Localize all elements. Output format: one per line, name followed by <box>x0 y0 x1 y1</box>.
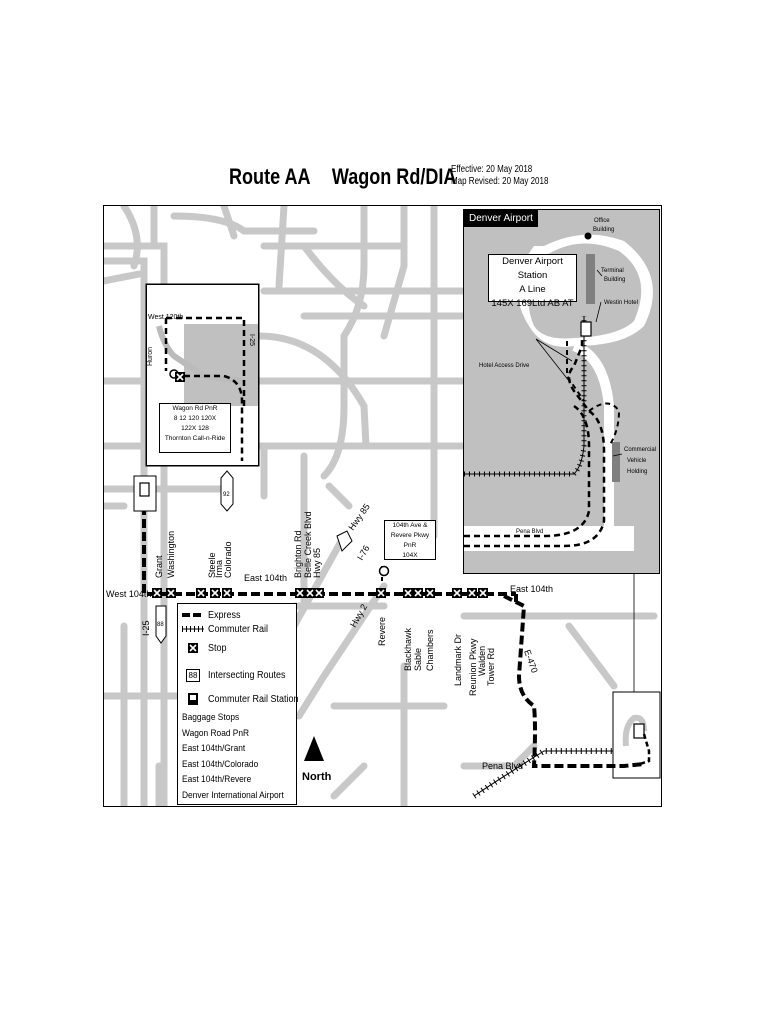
baggage-item: East 104th/Revere <box>182 774 252 785</box>
i25-label: I-25 <box>141 620 151 636</box>
i76-label: I-76 <box>355 544 371 562</box>
airport-pena-label: Pena Blvd <box>516 529 543 535</box>
baggage-item: East 104th/Grant <box>182 743 246 754</box>
office-label-1: Office <box>594 218 610 224</box>
brighton-label: Brighton Rd <box>293 530 303 578</box>
steele-label: Steele <box>207 552 217 578</box>
inset-i25-label: I-25 <box>248 334 255 346</box>
revised-date: Map Revised: 20 May 2018 <box>451 176 549 187</box>
route-title: Route AA Wagon Rd/DIA <box>229 164 456 190</box>
commercial-label-1: Commercial <box>624 447 656 453</box>
huron-label: Huron <box>147 347 154 366</box>
east-104th-east-label: East 104th <box>510 584 553 594</box>
office-marker <box>584 232 592 240</box>
walden-label: Walden <box>477 646 487 676</box>
pnr-line-2: 8 12 120 120X <box>173 415 217 422</box>
commercial-label-2: Vehicle <box>627 458 647 464</box>
pnr-line-1: Wagon Rd PnR <box>172 405 218 412</box>
effective-date: Effective: 20 May 2018 <box>451 164 533 175</box>
airport-inset: Office Building Terminal Building Westin… <box>463 209 660 574</box>
airport-station-box: Denver Airport Station A Line 145X 169Lt… <box>488 254 577 309</box>
tower-label: Tower Rd <box>486 648 496 686</box>
east-station-icon <box>633 723 645 739</box>
express-route <box>142 506 645 768</box>
station-line-3: 145X 169Ltd AB AT <box>491 298 574 309</box>
shield-92: 92 <box>223 492 230 498</box>
revere-station-icon <box>378 565 390 577</box>
legend-stop: Stop <box>182 640 229 656</box>
e470-label: E-470 <box>522 648 540 674</box>
commercial-label-3: Holding <box>627 469 647 475</box>
baggage-stops: Baggage Stops Wagon Road PnR East 104th/… <box>182 710 298 803</box>
route-number: Route AA <box>229 164 311 189</box>
chambers-label: Chambers <box>425 629 435 671</box>
terminal-label-2: Building <box>604 277 625 283</box>
legend-express: Express <box>182 609 241 621</box>
map-legend: Express Commuter Rail Stop 88 Intersecti… <box>177 603 299 805</box>
airport-title: Denver Airport <box>464 210 538 227</box>
stop-icon <box>188 643 198 653</box>
route-number-badge: 88 <box>185 668 201 682</box>
wagon-pnr-box: Wagon Rd PnR 8 12 120 120X 122X 128 Thor… <box>159 403 231 453</box>
revere-label: Revere <box>377 617 387 646</box>
station-line-1: Denver Airport Station <box>502 256 563 281</box>
legend-station: Commuter Rail Station <box>182 691 309 707</box>
rail-station-icon <box>188 693 198 705</box>
route-shields: 92 88 <box>155 470 353 644</box>
west-104th-label: West 104th <box>106 589 151 599</box>
baggage-item: East 104th/Colorado <box>182 758 259 770</box>
belle-creek-label: Belle Creek Blvd <box>303 511 313 578</box>
washington-label: Washington <box>166 531 176 578</box>
pnr-line-3: 122X 128 <box>181 425 209 432</box>
commuter-rail-east <box>472 574 635 799</box>
reunion-label: Reunion Pkwy <box>468 638 478 696</box>
grant-label: Grant <box>154 555 164 578</box>
revere-line-3: 104X <box>402 552 418 559</box>
revere-pnr-box: 104th Ave & Revere Pkwy PnR 104X <box>384 520 436 560</box>
westin-label: Westin Hotel <box>604 300 638 306</box>
colorado-label: Colorado <box>223 541 233 578</box>
baggage-item: Denver International Airport <box>182 789 284 801</box>
wagon-inset-frame: Wagon Rd PnR 8 12 120 120X 122X 128 Thor… <box>146 284 259 466</box>
baggage-heading: Baggage Stops <box>182 712 240 723</box>
station-line-2: A Line <box>519 284 546 295</box>
date-block: Effective: 20 May 2018 Map Revised: 20 M… <box>451 164 548 188</box>
landmark-label: Landmark Dr <box>453 634 463 686</box>
west120th-label: West 120th <box>148 314 183 321</box>
legend-routes: 88 Intersecting Routes <box>182 667 294 683</box>
legend-rail: Commuter Rail <box>182 623 269 635</box>
route-map[interactable]: West 120th Huron I-25 <box>103 205 662 807</box>
baggage-item: Wagon Road PnR <box>182 727 250 739</box>
street-labels: West 104th East 104th East 104th Grant W… <box>106 502 553 771</box>
route-name: Wagon Rd/DIA <box>331 164 457 189</box>
office-label-2: Building <box>593 227 614 233</box>
wagon-station-icon <box>139 482 150 497</box>
north-arrow-icon <box>304 736 324 761</box>
airport-station-icon <box>580 321 592 337</box>
background-roads <box>104 206 658 806</box>
hotel-access-label: Hotel Access Drive <box>479 363 530 369</box>
terminal-label-1: Terminal <box>601 268 624 274</box>
airport-frame: Denver Airport Denver Airport Station A … <box>463 209 660 574</box>
north-arrow: North <box>302 736 332 783</box>
shield-88b: 88 <box>157 622 164 628</box>
terminal-building <box>586 254 595 304</box>
east-104th-label: East 104th <box>244 573 287 583</box>
pena-label: Pena Blvd <box>482 761 523 771</box>
north-label: North <box>302 771 332 783</box>
blackhawk-label: Blackhawk <box>403 627 413 671</box>
revere-line-1: 104th Ave & <box>392 522 428 529</box>
commercial-holding <box>612 442 620 482</box>
pnr-line-4: Thornton Call-n-Ride <box>164 435 226 442</box>
revere-line-2: Revere Pkwy PnR <box>390 532 430 549</box>
hwy85-label: Hwy 85 <box>312 548 322 578</box>
sable-label: Sable <box>413 648 423 671</box>
irma-label: Irma <box>214 560 224 578</box>
